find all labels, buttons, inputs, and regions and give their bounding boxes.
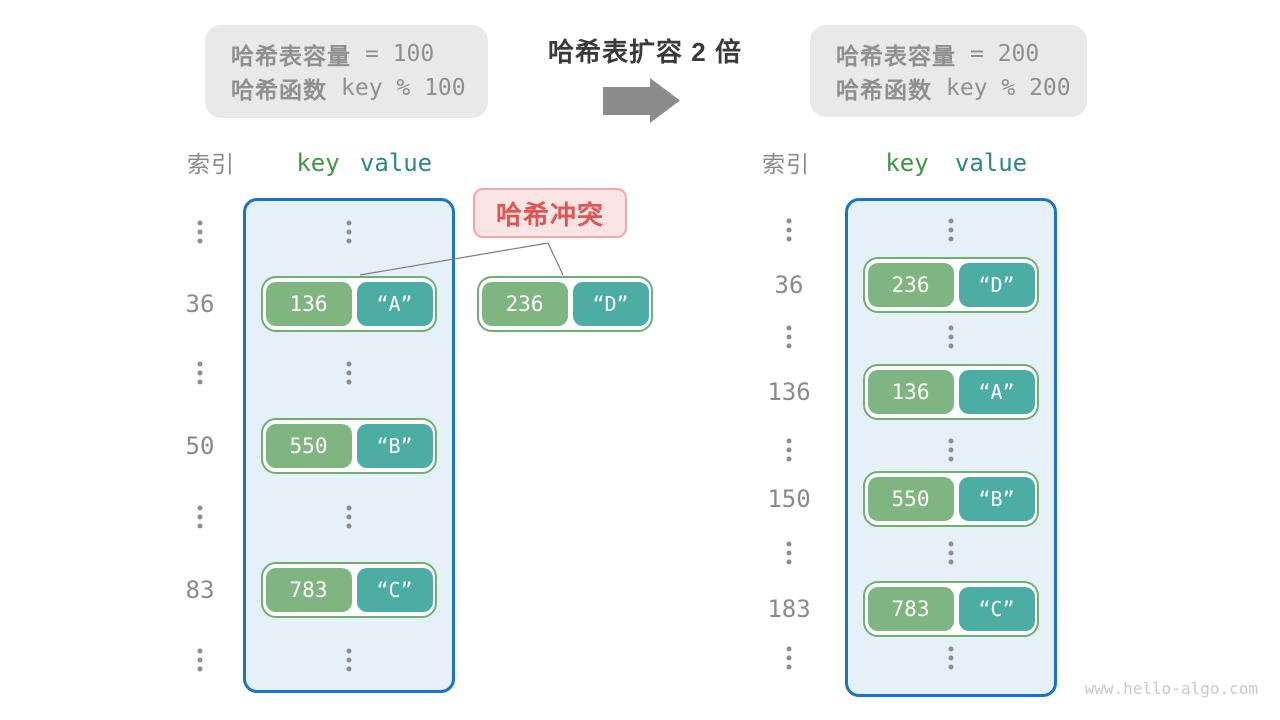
legend-capacity-100: 哈希表容量 = 100 哈希函数 key % 100 [205,25,488,118]
legend-line-capacity: 哈希表容量 = 100 [231,37,488,71]
key-box: 783 [265,568,352,612]
capacity-value: = 200 [970,41,1040,67]
hash-fn-value: key % 200 [946,75,1071,101]
key-box: 136 [265,282,352,326]
ellipsis-icon [786,541,792,565]
key-box: 136 [867,370,954,414]
ellipsis-icon [948,541,954,565]
ellipsis-icon [346,505,352,529]
legend-line-capacity: 哈希表容量 = 200 [836,37,1087,71]
ellipsis-icon [197,648,203,672]
index-label: 83 [185,576,215,604]
legend-capacity-200: 哈希表容量 = 200 哈希函数 key % 200 [810,25,1087,117]
index-label: 36 [774,271,804,299]
ellipsis-icon [346,648,352,672]
value-box: “D” [958,263,1035,307]
kv-pair: 550 “B” [863,471,1039,527]
value-box: “B” [356,424,433,468]
hash-fn-label: 哈希函数 [231,77,327,103]
ellipsis-icon [948,646,954,670]
value-box: “B” [958,477,1035,521]
hash-fn-label: 哈希函数 [836,77,932,103]
ellipsis-icon [786,325,792,349]
right-index-header: 索引 [762,151,810,177]
legend-line-hash-fn: 哈希函数 key % 200 [836,71,1087,105]
watermark: www.hello-algo.com [1084,679,1258,698]
index-label: 150 [767,485,811,513]
kv-pair: 550 “B” [261,418,437,474]
left-key-header: key [296,149,340,177]
kv-pair: 236 “D” [863,257,1039,313]
legend-line-hash-fn: 哈希函数 key % 100 [231,71,488,105]
ellipsis-icon [197,220,203,244]
left-index-header: 索引 [187,151,235,177]
capacity-value: = 100 [365,41,435,67]
arrow-right-icon [600,77,685,124]
key-box: 236 [481,282,568,326]
value-box: “D” [572,282,649,326]
kv-pair: 136 “A” [863,364,1039,420]
transition-title: 哈希表扩容 2 倍 [548,37,742,67]
right-value-header: value [954,149,1028,177]
capacity-label: 哈希表容量 [231,43,351,69]
kv-pair: 136 “A” [261,276,437,332]
index-label: 36 [185,290,215,318]
ellipsis-icon [786,646,792,670]
key-box: 783 [867,587,954,631]
left-value-header: value [359,149,433,177]
index-label: 183 [767,595,811,623]
key-box: 236 [867,263,954,307]
kv-pair: 783 “C” [863,581,1039,637]
key-box: 550 [867,477,954,521]
index-label: 50 [185,432,215,460]
kv-pair-colliding: 236 “D” [477,276,653,332]
ellipsis-icon [786,218,792,242]
ellipsis-icon [948,438,954,462]
hash-fn-value: key % 100 [341,75,466,101]
ellipsis-icon [197,505,203,529]
kv-pair: 783 “C” [261,562,437,618]
right-key-header: key [885,149,929,177]
ellipsis-icon [346,220,352,244]
ellipsis-icon [197,361,203,385]
value-box: “A” [958,370,1035,414]
index-label: 136 [767,378,811,406]
value-box: “C” [356,568,433,612]
value-box: “A” [356,282,433,326]
ellipsis-icon [948,325,954,349]
ellipsis-icon [786,438,792,462]
collision-callout: 哈希冲突 [473,188,627,238]
ellipsis-icon [948,218,954,242]
key-box: 550 [265,424,352,468]
capacity-label: 哈希表容量 [836,43,956,69]
ellipsis-icon [346,361,352,385]
value-box: “C” [958,587,1035,631]
